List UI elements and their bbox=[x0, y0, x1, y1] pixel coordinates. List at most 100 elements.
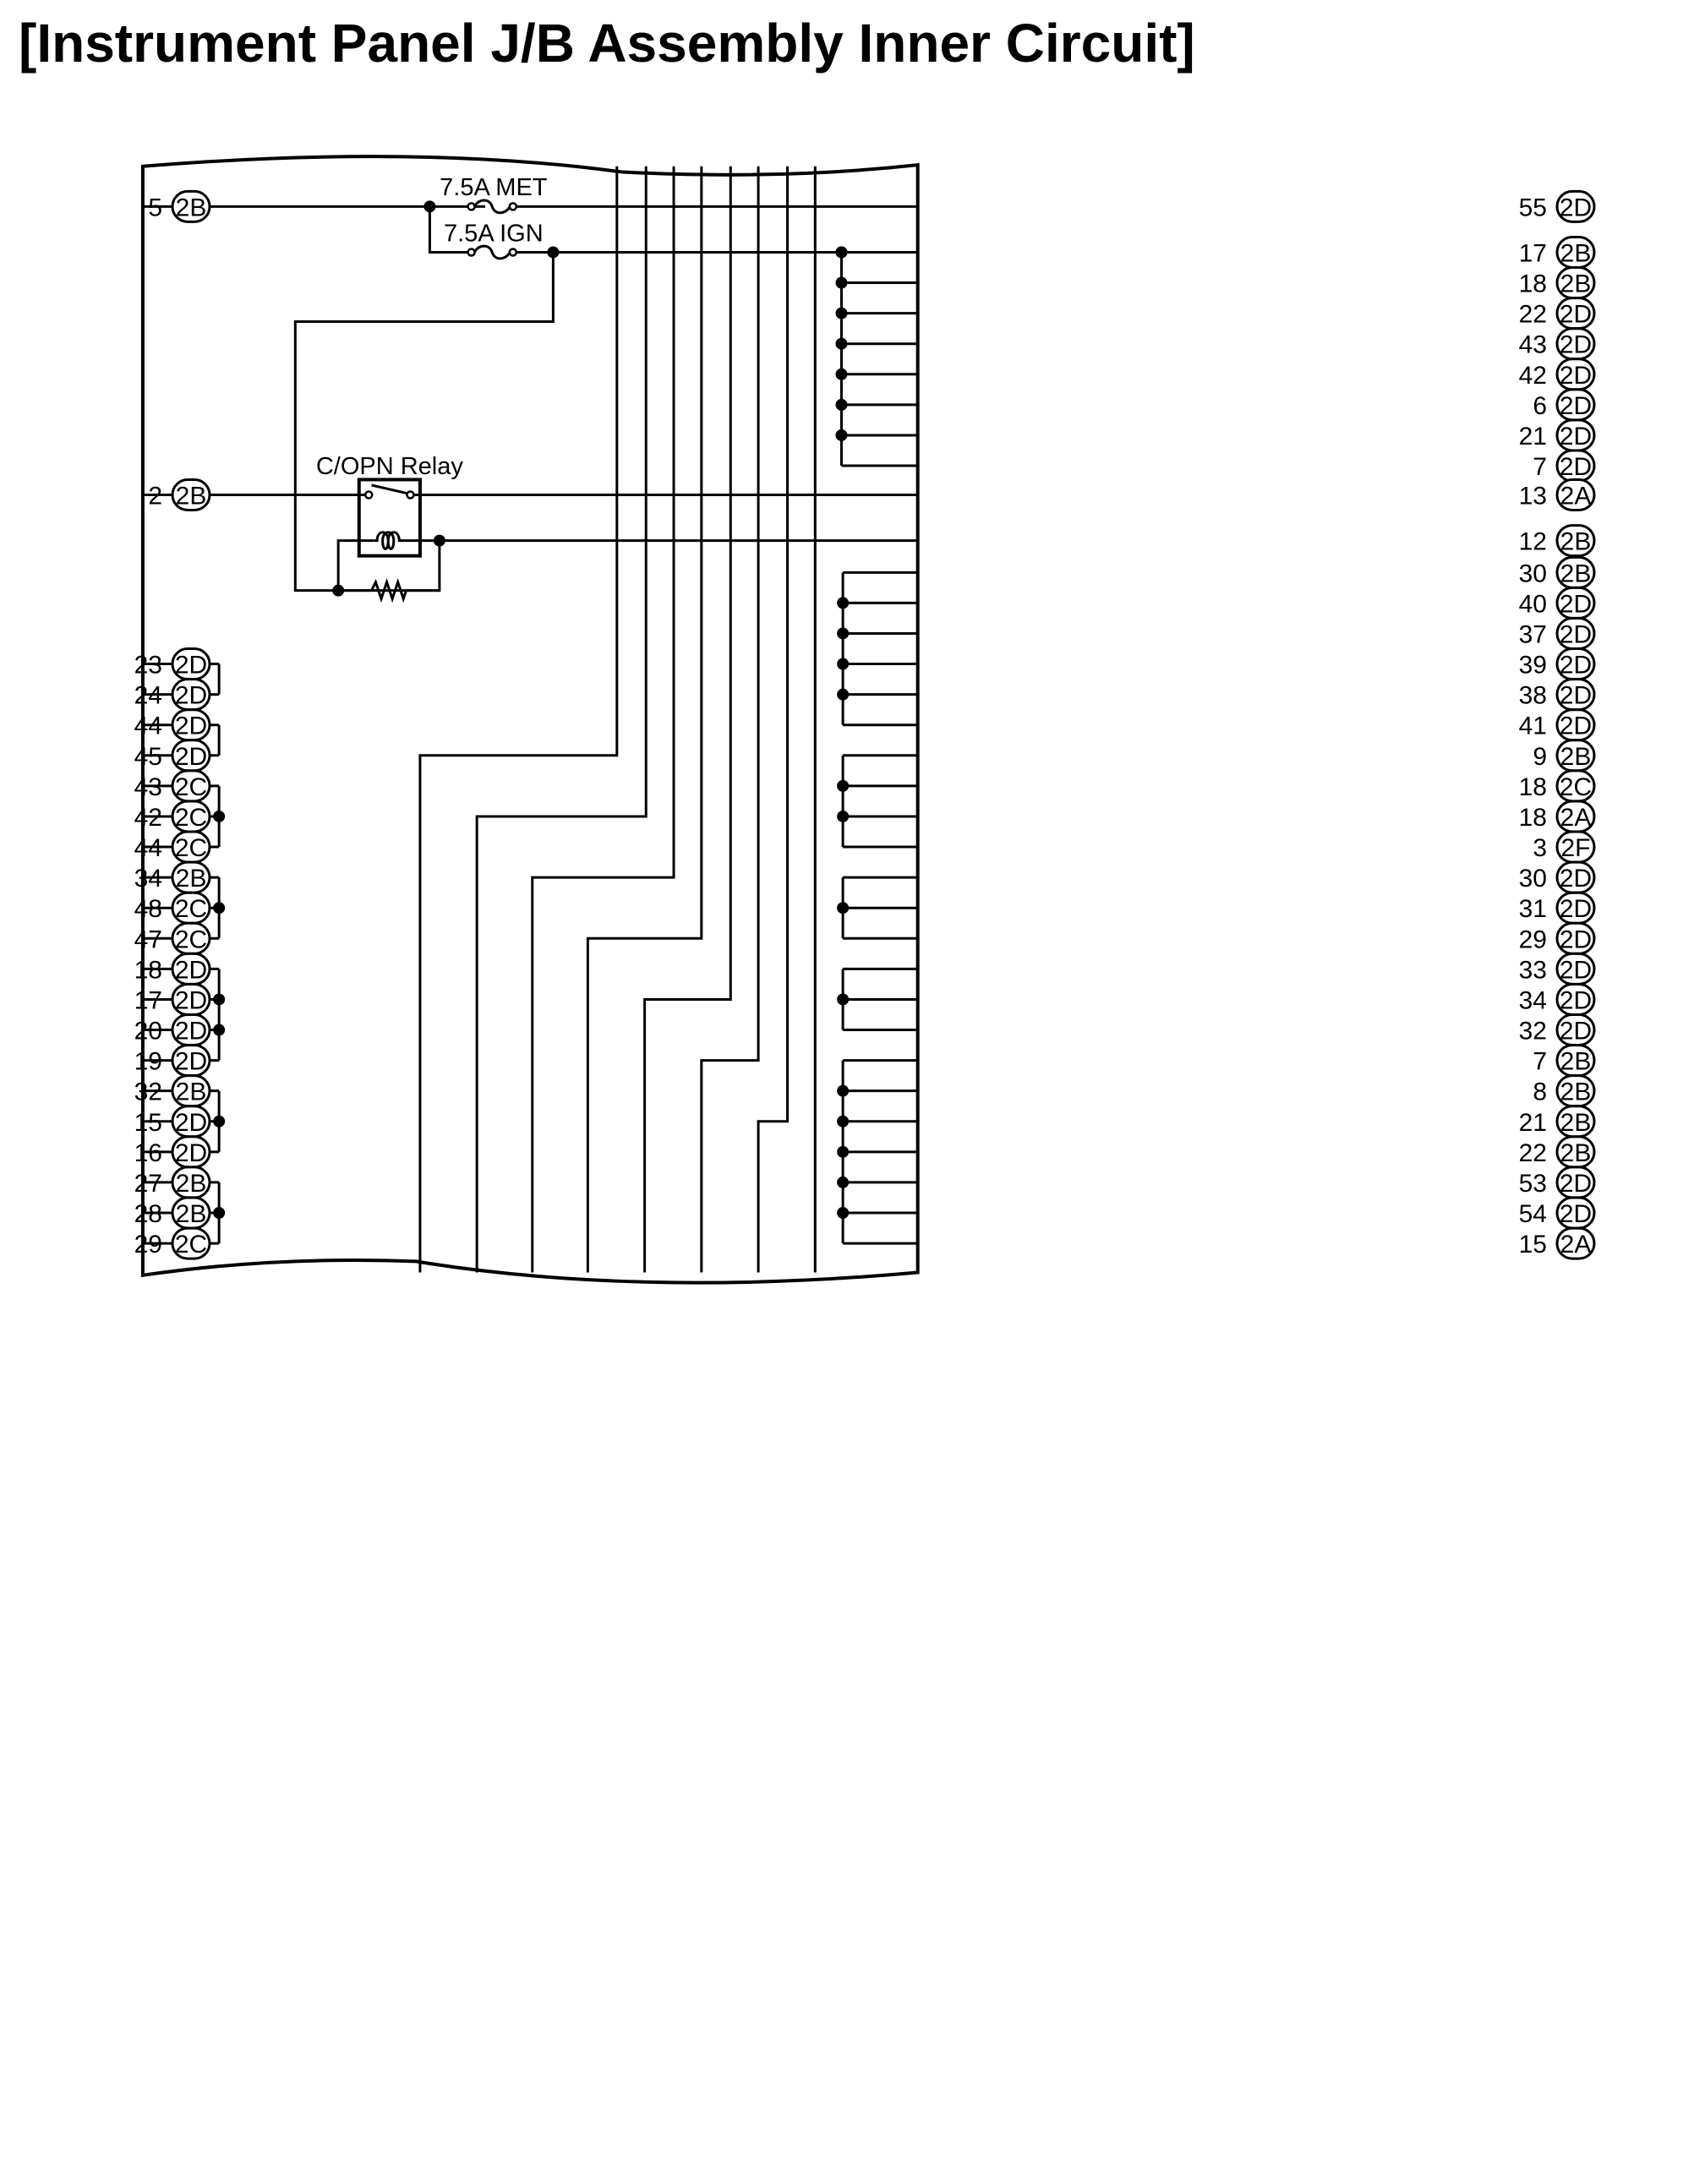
connector-id: 2D bbox=[1560, 423, 1592, 450]
connector-id: 2D bbox=[1560, 1018, 1592, 1046]
connector-badge: 2B bbox=[1555, 739, 1596, 773]
connector-badge: 2D bbox=[1555, 449, 1596, 483]
pin-number: 32 bbox=[134, 1078, 162, 1106]
pin-number: 22 bbox=[1519, 1139, 1547, 1167]
connector-badge: 2C bbox=[171, 800, 211, 833]
connector-id: 2B bbox=[1560, 270, 1592, 298]
connector-id: 2D bbox=[1560, 895, 1592, 923]
relay-contact bbox=[406, 490, 415, 500]
coil-wire bbox=[336, 539, 374, 591]
connector-badge: 2B bbox=[171, 1166, 211, 1199]
junction-dots bbox=[213, 200, 850, 1219]
fuse-ign-label: 7.5A IGN bbox=[444, 220, 544, 247]
relay-coil bbox=[374, 531, 405, 550]
connector-badge-outline bbox=[1555, 524, 1596, 558]
pin-number: 18 bbox=[1519, 804, 1547, 832]
component-labels: 7.5A MET 7.5A IGN C/OPN Relay bbox=[316, 174, 548, 480]
fuse-met-label: 7.5A MET bbox=[440, 174, 548, 201]
connector-id: 2D bbox=[175, 652, 207, 680]
connector-id: 2B bbox=[176, 865, 207, 893]
connector-id: 2B bbox=[176, 1078, 207, 1106]
connector-badge: 2A bbox=[1555, 478, 1596, 511]
junction-dot bbox=[837, 993, 850, 1006]
connector-badge-outline bbox=[171, 1226, 211, 1260]
connector-badge: 2B bbox=[171, 1074, 211, 1108]
connector-id: 2D bbox=[1560, 986, 1592, 1014]
connector-badge: 2D bbox=[1555, 586, 1596, 620]
connector-badge: 2D bbox=[1555, 418, 1596, 452]
pin-number: 43 bbox=[1519, 331, 1547, 359]
connector-id: 2D bbox=[175, 986, 207, 1014]
pin-number: 12 bbox=[1519, 528, 1547, 556]
connector-id: 2C bbox=[175, 804, 207, 832]
connector-id: 2D bbox=[175, 713, 207, 740]
ign-feed-wire bbox=[428, 206, 472, 254]
junction-dot bbox=[837, 658, 850, 670]
pin-number: 21 bbox=[1519, 1109, 1547, 1137]
connector-id: 2C bbox=[1560, 773, 1592, 801]
pin-number: 31 bbox=[1519, 895, 1547, 923]
connector-badge: 2D bbox=[171, 739, 211, 773]
junction-dot bbox=[837, 627, 850, 640]
stair-wire bbox=[418, 166, 619, 1273]
connector-badge: 2B bbox=[1555, 235, 1596, 269]
pin-number: 48 bbox=[134, 895, 162, 923]
connector-id: 2C bbox=[175, 773, 207, 801]
connector-badge: 2C bbox=[171, 769, 211, 803]
relay-switch-arm bbox=[371, 483, 408, 495]
pin-number: 18 bbox=[1519, 773, 1547, 801]
connector-id: 2B bbox=[176, 482, 207, 510]
pin-number: 43 bbox=[134, 773, 162, 801]
connector-badge: 2D bbox=[1555, 1166, 1596, 1199]
connector-badge: 2D bbox=[1555, 678, 1596, 712]
connector-badge: 2D bbox=[171, 678, 211, 712]
pin-number: 7 bbox=[1533, 1048, 1547, 1076]
junction-dot bbox=[835, 398, 848, 411]
connector-id: 2D bbox=[175, 743, 207, 771]
connector-badge: 2B bbox=[1555, 555, 1596, 589]
connector-id: 2B bbox=[176, 194, 207, 221]
connector-badge: 2D bbox=[171, 952, 211, 986]
connector-badge: 2D bbox=[1555, 297, 1596, 330]
connector-id: 2D bbox=[1560, 194, 1592, 221]
connector-badge: 2A bbox=[1555, 1226, 1596, 1260]
junction-dot bbox=[835, 246, 848, 259]
relay-label: C/OPN Relay bbox=[316, 453, 464, 480]
fuse-met bbox=[473, 199, 511, 215]
pin-number: 53 bbox=[1519, 1170, 1547, 1198]
connector-badge: 2D bbox=[1555, 1196, 1596, 1230]
connector-id: 2D bbox=[1560, 362, 1592, 390]
connector-id: 2B bbox=[1560, 560, 1592, 587]
wiring bbox=[140, 155, 920, 1285]
resistor bbox=[370, 578, 407, 603]
pin-number: 24 bbox=[134, 682, 162, 710]
connector-badge: 2D bbox=[171, 647, 211, 681]
connector-id: 2D bbox=[1560, 590, 1592, 618]
pin-number: 6 bbox=[1533, 392, 1547, 420]
junction-dot bbox=[837, 1145, 850, 1158]
connector-badge: 2D bbox=[171, 1044, 211, 1078]
connector-badge: 2D bbox=[1555, 952, 1596, 986]
pin-number: 44 bbox=[134, 713, 162, 740]
stair-wire bbox=[700, 166, 760, 1273]
pin-number: 54 bbox=[1519, 1200, 1547, 1228]
connector-badge: 2B bbox=[171, 1196, 211, 1230]
connector-badge: 2F bbox=[1555, 830, 1596, 864]
connector-id: 2D bbox=[1560, 682, 1592, 710]
connector-badge: 2C bbox=[171, 830, 211, 864]
connector-badge: 2B bbox=[1555, 1044, 1596, 1078]
pin-number: 20 bbox=[134, 1018, 162, 1046]
relay-contact bbox=[363, 490, 374, 500]
connector-id: 2A bbox=[1560, 482, 1592, 510]
junction-dot bbox=[837, 1084, 850, 1097]
connector-badge: 2B bbox=[1555, 266, 1596, 300]
connector-badge: 2B bbox=[1555, 1074, 1596, 1108]
junction-dot bbox=[547, 246, 560, 259]
junction-dot bbox=[332, 584, 345, 597]
connector-id: 2C bbox=[175, 925, 207, 953]
connector-id: 2D bbox=[175, 956, 207, 984]
stair-wire bbox=[643, 166, 732, 1273]
pin-number: 30 bbox=[1519, 560, 1547, 587]
pin-number: 42 bbox=[134, 804, 162, 832]
